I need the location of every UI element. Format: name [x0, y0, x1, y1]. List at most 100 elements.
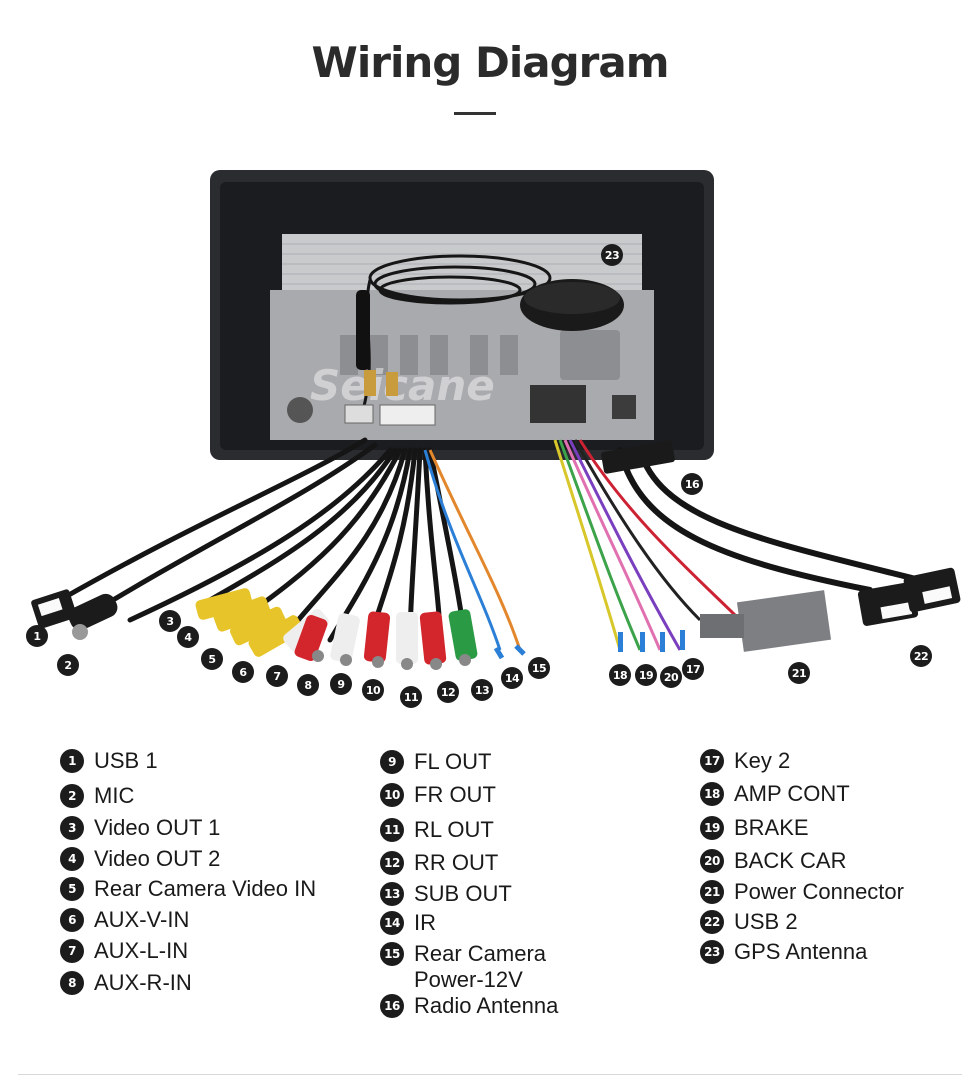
legend-label: Power Connector — [734, 879, 904, 904]
legend-item-21: 21 Power Connector — [700, 879, 904, 905]
legend-item-8: 8 AUX-R-IN — [60, 970, 192, 996]
legend-label: AMP CONT — [734, 781, 850, 806]
legend-item-22: 22 USB 2 — [700, 909, 798, 935]
legend-number: 23 — [700, 940, 724, 964]
legend-number: 5 — [60, 877, 84, 901]
callout-5: 5 — [201, 648, 223, 670]
legend-number: 20 — [700, 849, 724, 873]
legend-label: FR OUT — [414, 782, 496, 807]
page-title: Wiring Diagram — [311, 38, 670, 87]
callout-3: 3 — [159, 610, 181, 632]
legend-item-12: 12 RR OUT — [380, 850, 498, 876]
legend-number: 17 — [700, 749, 724, 773]
callout-12: 12 — [437, 681, 459, 703]
legend-number: 15 — [380, 942, 404, 966]
legend-number: 21 — [700, 880, 724, 904]
legend-number: 8 — [60, 971, 84, 995]
mic-plug — [68, 593, 118, 631]
callout-2: 2 — [57, 654, 79, 676]
legend-number: 19 — [700, 816, 724, 840]
callout-4: 4 — [177, 626, 199, 648]
legend-item-9: 9 FL OUT — [380, 749, 491, 775]
callout-10: 10 — [362, 679, 384, 701]
callout-8: 8 — [297, 674, 319, 696]
legend-label: BRAKE — [734, 815, 809, 840]
legend-item-19: 19 BRAKE — [700, 815, 809, 841]
radio-antenna-stick — [356, 290, 370, 370]
callout-1: 1 — [26, 625, 48, 647]
callout-7: 7 — [266, 665, 288, 687]
legend-label: AUX-L-IN — [94, 938, 189, 963]
legend-label: USB 1 — [94, 748, 158, 773]
callout-22: 22 — [910, 645, 932, 667]
watermark-text: Seicane — [310, 361, 495, 410]
legend-item-2: 2 MIC — [60, 783, 134, 809]
legend-number: 10 — [380, 783, 404, 807]
callout-13: 13 — [471, 679, 493, 701]
legend-number: 1 — [60, 749, 84, 773]
legend-label: GPS Antenna — [734, 939, 868, 964]
wiring-photo: Seicane — [31, 170, 961, 670]
legend-item-13: 13 SUB OUT — [380, 881, 512, 907]
radio-antenna-connector — [601, 440, 675, 474]
legend-label: Rear Camera Power-12V — [414, 941, 547, 992]
legend-number: 13 — [380, 882, 404, 906]
title-underline — [454, 112, 496, 115]
callout-20: 20 — [660, 666, 682, 688]
legend-number: 2 — [60, 784, 84, 808]
legend-label: Rear Camera Video IN — [94, 876, 317, 901]
legend-label: SUB OUT — [414, 881, 512, 906]
power-connector — [736, 590, 832, 652]
legend-number: 4 — [60, 847, 84, 871]
legend-item-20: 20 BACK CAR — [700, 848, 846, 874]
legend-label: Video OUT 2 — [94, 846, 221, 871]
legend-item-15: 15 Rear Camera Power-12V — [380, 941, 546, 993]
legend-label: Radio Antenna — [414, 993, 559, 1018]
callout-17: 17 — [682, 658, 704, 680]
legend-item-5: 5 Rear Camera Video IN — [60, 876, 316, 902]
legend-number: 6 — [60, 908, 84, 932]
legend-label: RL OUT — [414, 817, 494, 842]
legend-label: Key 2 — [734, 748, 791, 773]
legend-number: 16 — [380, 994, 404, 1018]
right-wire-harness — [553, 439, 742, 651]
legend-label: RR OUT — [414, 850, 499, 875]
legend-item-18: 18 AMP CONT — [700, 781, 850, 807]
legend-label: USB 2 — [734, 909, 798, 934]
callout-16: 16 — [681, 473, 703, 495]
legend-label: AUX-V-IN — [94, 907, 190, 932]
callout-18: 18 — [609, 664, 631, 686]
legend-number: 18 — [700, 782, 724, 806]
legend-item-17: 17 Key 2 — [700, 748, 790, 774]
legend-item-4: 4 Video OUT 2 — [60, 846, 220, 872]
legend-item-1: 1 USB 1 — [60, 748, 158, 774]
legend-item-6: 6 AUX-V-IN — [60, 907, 189, 933]
legend-label: FL OUT — [414, 749, 492, 774]
legend-number: 9 — [380, 750, 404, 774]
legend-number: 11 — [380, 818, 404, 842]
legend-label: AUX-R-IN — [94, 970, 192, 995]
bottom-divider — [18, 1074, 962, 1075]
legend-item-16: 16 Radio Antenna — [380, 993, 558, 1019]
legend-number: 14 — [380, 911, 404, 935]
legend-number: 3 — [60, 816, 84, 840]
callout-15: 15 — [528, 657, 550, 679]
legend-item-10: 10 FR OUT — [380, 782, 496, 808]
legend-label: BACK CAR — [734, 848, 847, 873]
callout-23: 23 — [601, 244, 623, 266]
legend-number: 12 — [380, 851, 404, 875]
legend-item-11: 11 RL OUT — [380, 817, 494, 843]
usb-2-cables — [617, 447, 923, 593]
rca-plugs — [195, 588, 478, 670]
legend-number: 22 — [700, 910, 724, 934]
callout-6: 6 — [232, 661, 254, 683]
callout-19: 19 — [635, 664, 657, 686]
legend-item-23: 23 GPS Antenna — [700, 939, 867, 965]
callout-11: 11 — [400, 686, 422, 708]
callout-21: 21 — [788, 662, 810, 684]
legend-label: Video OUT 1 — [94, 815, 221, 840]
callout-14: 14 — [501, 667, 523, 689]
legend-label: MIC — [94, 783, 135, 808]
